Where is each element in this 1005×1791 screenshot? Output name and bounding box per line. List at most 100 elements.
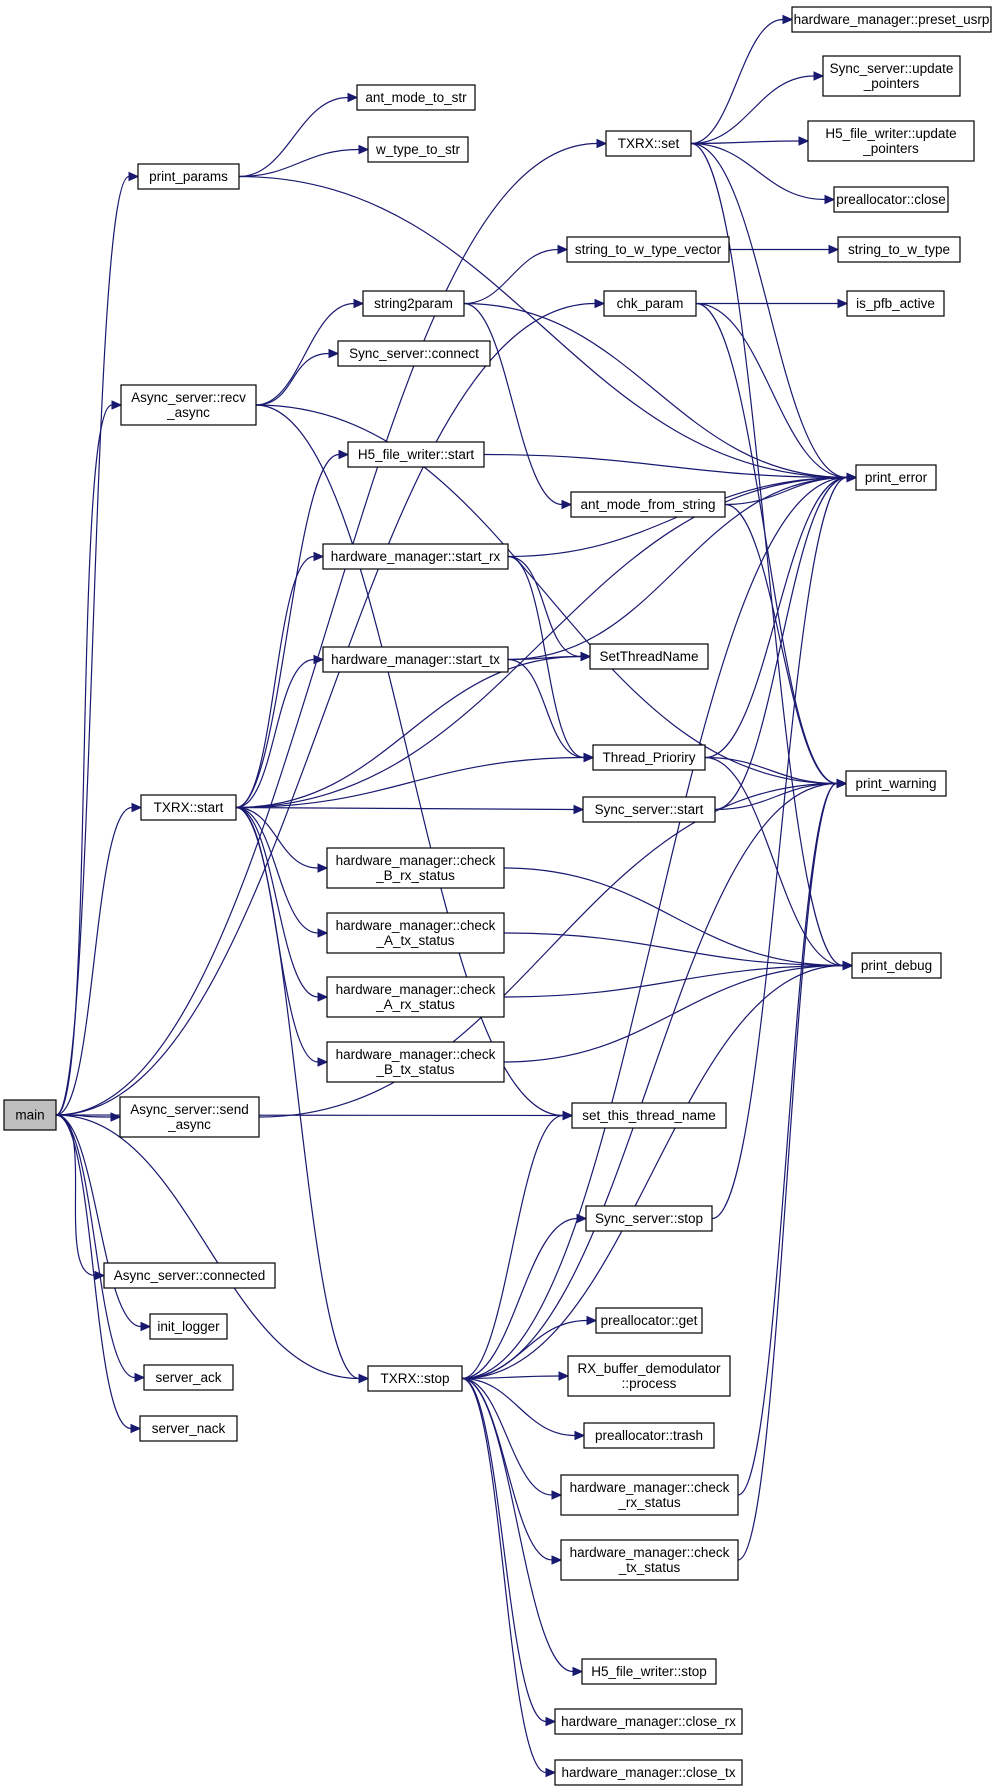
node-prealloc-trash[interactable]: preallocator::trash <box>583 1422 715 1449</box>
node-box <box>833 186 949 213</box>
arrowhead <box>561 499 573 510</box>
edge-line <box>714 476 848 811</box>
node-label: TXRX::stop <box>380 1371 449 1386</box>
node-hw-check-rx[interactable]: hardware_manager::check_rx_status <box>560 1474 739 1516</box>
node-h5-update-pointers[interactable]: H5_file_writer::update_pointers <box>807 120 975 162</box>
node-async-send[interactable]: Async_server::send_async <box>119 1096 260 1138</box>
edge-txrx_start-to-hw_check_b_tx <box>235 806 329 1067</box>
node-string2param[interactable]: string2param <box>362 290 465 317</box>
edge-sync_stop-to-print_error <box>711 472 858 1220</box>
edge-line <box>461 1377 553 1561</box>
node-label: chk_param <box>617 296 684 311</box>
node-h5-stop[interactable]: H5_file_writer::stop <box>581 1658 717 1685</box>
node-txrx-start[interactable]: TXRX::start <box>140 794 237 821</box>
node-box <box>589 643 709 670</box>
arrowhead <box>596 138 608 149</box>
node-label: server_nack <box>152 1421 226 1436</box>
node-label: string_to_w_type_vector <box>575 242 722 257</box>
edge-line <box>737 782 838 1561</box>
node-hw-check-a-rx[interactable]: hardware_manager::check_A_rx_status <box>326 976 505 1018</box>
node-label: hardware_manager::check <box>336 1047 496 1062</box>
arrowhead <box>798 136 810 146</box>
node-box <box>603 290 697 317</box>
node-txrx-stop[interactable]: TXRX::stop <box>367 1365 463 1392</box>
node-set-thread-name-cap[interactable]: SetThreadName <box>589 643 709 670</box>
edge-main-to-txrx_set <box>55 138 608 1116</box>
node-hw-check-b-rx[interactable]: hardware_manager::check_B_rx_status <box>326 847 505 889</box>
edge-txrx_start-to-txrx_stop <box>235 806 370 1384</box>
node-async-connected[interactable]: Async_server::connected <box>103 1262 276 1289</box>
edge-chk_param-to-is_pfb_active <box>695 298 849 309</box>
node-sync-stop[interactable]: Sync_server::stop <box>585 1205 713 1232</box>
arrowhead <box>572 1666 584 1677</box>
node-print-debug[interactable]: print_debug <box>851 952 942 979</box>
node-hw-close-rx[interactable]: hardware_manager::close_rx <box>554 1708 743 1735</box>
edge-line <box>690 142 848 479</box>
node-string-to-w-type[interactable]: string_to_w_type <box>837 236 961 263</box>
edge-line <box>507 555 582 658</box>
node-string-to-w-type-vector[interactable]: string_to_w_type_vector <box>566 236 730 263</box>
node-box <box>337 340 491 367</box>
node-label: H5_file_writer::stop <box>591 1664 707 1679</box>
edge-line <box>704 756 838 785</box>
node-txrx-set[interactable]: TXRX::set <box>605 130 692 157</box>
edge-hw_check_b_rx-to-print_debug <box>503 867 854 971</box>
edge-txrx_start-to-hw_start_tx <box>235 654 325 809</box>
node-label: _pointers <box>863 76 920 91</box>
edge-line <box>55 1114 136 1379</box>
node-chk-param[interactable]: chk_param <box>603 290 697 317</box>
node-print-warning[interactable]: print_warning <box>845 770 947 797</box>
node-async-recv[interactable]: Async_server::recv_async <box>120 384 257 426</box>
node-box <box>326 847 505 889</box>
node-label: preallocator::get <box>601 1313 698 1328</box>
edge-txrx_start-to-h5_start <box>235 449 350 809</box>
edge-line <box>690 142 844 967</box>
node-server-ack[interactable]: server_ack <box>143 1364 234 1391</box>
node-prealloc-get[interactable]: preallocator::get <box>595 1307 703 1334</box>
arrowhead <box>131 802 143 813</box>
edge-line <box>483 453 848 479</box>
node-prealloc-close[interactable]: preallocator::close <box>833 186 949 213</box>
node-hw-check-a-tx[interactable]: hardware_manager::check_A_tx_status <box>326 912 505 954</box>
node-set-this-thread-name[interactable]: set_this_thread_name <box>571 1102 727 1129</box>
node-thread-prioriry[interactable]: Thread_Prioriry <box>592 744 706 771</box>
node-w-type-to-str[interactable]: w_type_to_str <box>367 136 469 163</box>
node-hw-preset-usrp[interactable]: hardware_manager::preset_usrp <box>791 6 992 33</box>
edge-line <box>258 782 838 1118</box>
edge-line <box>235 756 585 809</box>
edge-txrx_set-to-h5_update_pointers <box>690 136 810 146</box>
node-hw-close-tx[interactable]: hardware_manager::close_tx <box>554 1759 743 1786</box>
node-is-pfb-active[interactable]: is_pfb_active <box>846 290 945 317</box>
edge-line <box>704 756 844 967</box>
node-h5-start[interactable]: H5_file_writer::start <box>347 441 485 468</box>
node-box <box>347 441 485 468</box>
node-rx-demod[interactable]: RX_buffer_demodulator::process <box>567 1355 731 1397</box>
edge-line <box>690 75 815 145</box>
node-server-nack[interactable]: server_nack <box>139 1415 238 1442</box>
edge-line <box>704 476 848 759</box>
node-label: print_warning <box>855 776 936 791</box>
edge-line <box>235 555 315 809</box>
node-hw-start-rx[interactable]: hardware_manager::start_rx <box>322 543 509 570</box>
arrowhead <box>782 14 794 25</box>
node-ant-mode-to-str[interactable]: ant_mode_to_str <box>356 84 476 111</box>
edge-line <box>238 96 349 178</box>
edge-line <box>255 352 330 406</box>
node-print-error[interactable]: print_error <box>855 464 937 491</box>
node-ant-mode-from-string[interactable]: ant_mode_from_string <box>570 491 726 518</box>
node-label: string_to_w_type <box>848 242 950 257</box>
node-hw-check-b-tx[interactable]: hardware_manager::check_B_tx_status <box>326 1041 505 1083</box>
edge-hw_check_a_tx-to-print_debug <box>503 932 854 971</box>
node-main[interactable]: main <box>3 1099 57 1131</box>
node-init-logger[interactable]: init_logger <box>149 1313 228 1340</box>
node-sync-update-pointers[interactable]: Sync_server::update_pointers <box>822 55 961 97</box>
arrowhead <box>574 1430 586 1441</box>
node-hw-start-tx[interactable]: hardware_manager::start_tx <box>322 646 509 673</box>
node-print-params[interactable]: print_params <box>137 163 240 190</box>
node-sync-start[interactable]: Sync_server::start <box>582 796 716 823</box>
node-label: _B_rx_status <box>375 868 455 883</box>
node-label: _A_rx_status <box>375 997 455 1012</box>
node-label: print_debug <box>861 958 932 973</box>
node-sync-connect[interactable]: Sync_server::connect <box>337 340 491 367</box>
node-hw-check-tx[interactable]: hardware_manager::check_tx_status <box>560 1539 739 1581</box>
